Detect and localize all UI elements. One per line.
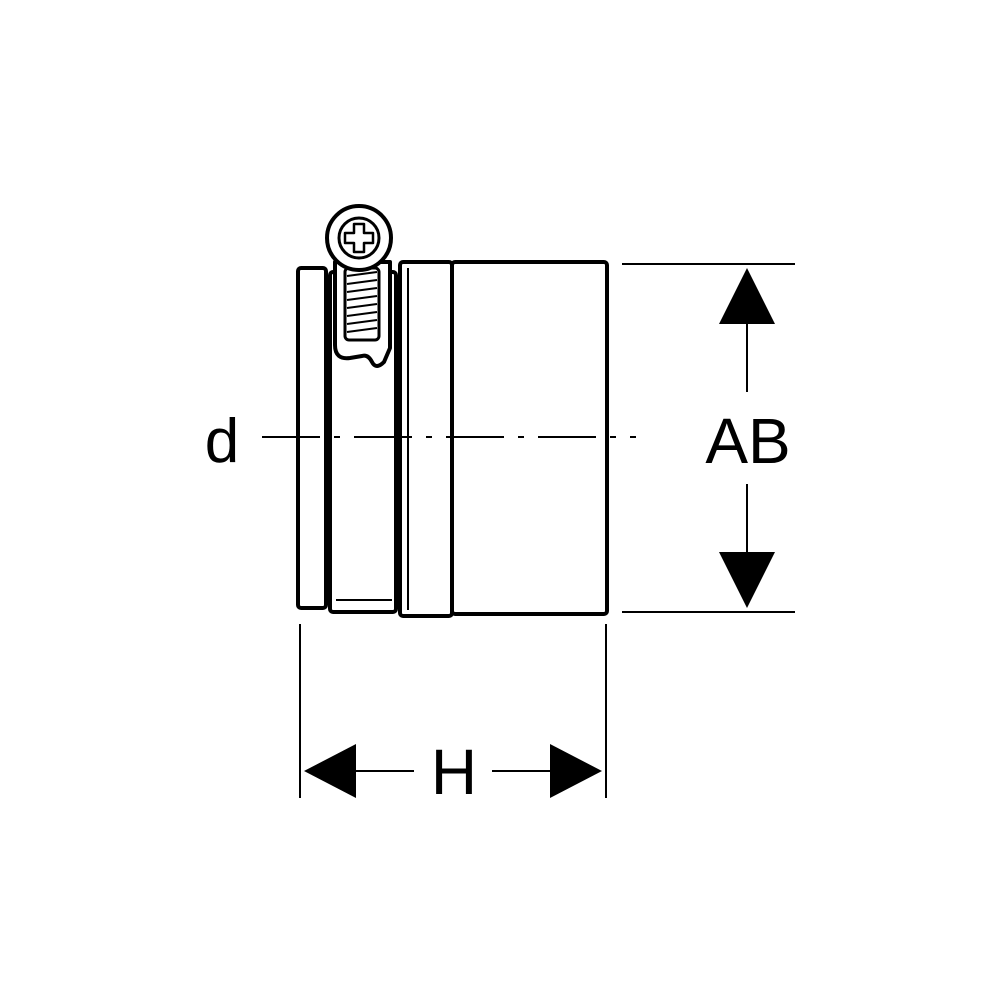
arrow-right-icon [550, 744, 602, 798]
height-label: H [431, 736, 477, 808]
cross-head-screw-icon [325, 204, 393, 272]
arrow-up-icon [719, 268, 775, 324]
outer-diameter-dimension: AB [622, 263, 795, 613]
height-dimension: H [299, 624, 607, 808]
arrow-left-icon [304, 744, 356, 798]
hose-clamp [325, 204, 393, 368]
diameter-label: d [205, 407, 239, 476]
worm-thread [343, 266, 381, 342]
outer-diameter-label: AB [705, 405, 790, 477]
arrow-down-icon [719, 552, 775, 608]
